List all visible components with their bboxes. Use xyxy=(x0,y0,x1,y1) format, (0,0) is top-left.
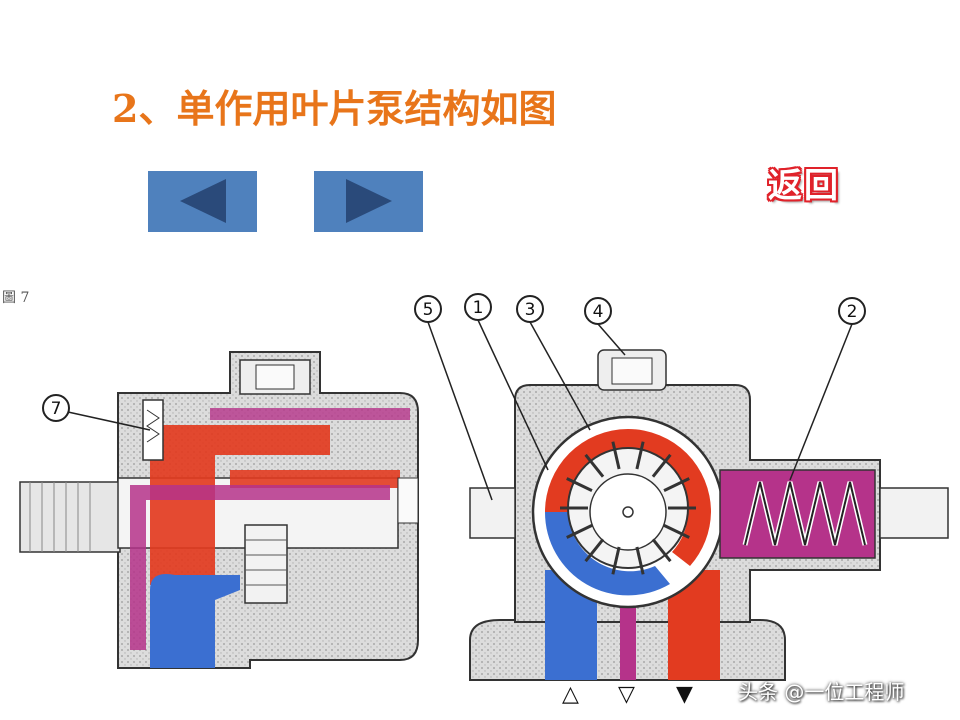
callout-5: 5 xyxy=(423,300,434,320)
rotor-vane xyxy=(611,441,621,470)
arrow-left-icon xyxy=(180,179,226,223)
pressure-port-symbol: ▼ xyxy=(676,682,693,707)
rotor-vane xyxy=(566,524,593,539)
arrow-right-icon xyxy=(346,179,392,223)
back-button[interactable]: 返回 xyxy=(768,166,840,206)
callout-2: 2 xyxy=(847,302,858,322)
rotor-vane xyxy=(651,538,672,563)
left-section-view xyxy=(19,351,419,669)
next-button[interactable] xyxy=(314,171,423,232)
figure-label: 圖 7 xyxy=(2,290,30,306)
rotor-vane xyxy=(663,477,690,492)
drain-port-symbol: ▽ xyxy=(618,682,635,707)
callout-circles xyxy=(42,293,866,422)
page-title: 2、单作用叶片泵结构如图 xyxy=(112,86,557,131)
callout-1: 1 xyxy=(473,298,484,318)
suction-port-symbol: △ xyxy=(562,682,579,707)
callout-3: 3 xyxy=(525,300,536,320)
watermark: 头条 @一位工程师 xyxy=(738,680,905,704)
rotor-vane xyxy=(635,546,645,575)
rotor-vane xyxy=(663,524,690,539)
rotor-vane xyxy=(566,477,593,492)
callout-leaders xyxy=(67,319,853,501)
rotor-vane xyxy=(584,453,605,478)
callout-4: 4 xyxy=(593,302,604,322)
callout-7: 7 xyxy=(51,399,62,419)
previous-button[interactable] xyxy=(148,171,257,232)
right-section-view xyxy=(469,349,949,681)
rotor-vane xyxy=(611,546,621,575)
rotor-vane xyxy=(635,441,645,470)
rotor-vane xyxy=(584,538,605,563)
rotor-vane xyxy=(651,453,672,478)
